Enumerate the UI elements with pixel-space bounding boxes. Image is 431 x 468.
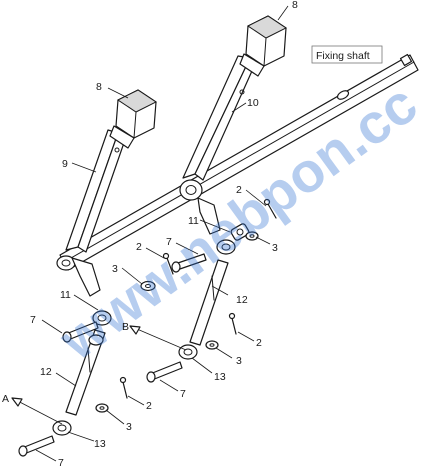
bushing-upper-assembly: [230, 198, 277, 241]
handle-top: [239, 15, 287, 77]
caption-box: [311, 45, 383, 64]
callout-bolt-7-bottom: 7: [58, 457, 64, 468]
callout-pin-2-mid: 2: [136, 241, 142, 253]
callout-handle-top: 8: [292, 0, 298, 11]
lever-right: [179, 55, 257, 235]
callout-arrow-b: B: [122, 321, 129, 333]
mid-hardware: [140, 252, 207, 292]
callout-bushing-11-lower: 11: [60, 289, 71, 301]
callout-bolt-7-right: 7: [180, 388, 186, 400]
rod-left: [52, 310, 112, 436]
right-hardware: [146, 312, 237, 383]
callout-arrow-a: A: [2, 393, 9, 405]
leader-lines: [35, 5, 289, 462]
callout-rod-12-right: 12: [236, 294, 248, 306]
callout-washer-3-right: 3: [236, 355, 242, 367]
callout-pin-2-lower: 2: [146, 400, 152, 412]
callout-pin-2-upper: 2: [236, 184, 242, 196]
lever-left: [65, 129, 127, 297]
callout-lever-10: 10: [247, 97, 259, 109]
arrow-a: [11, 397, 63, 425]
callout-lever-9: 9: [62, 158, 68, 170]
callout-rod-12-left: 12: [40, 366, 52, 378]
handle-left: [109, 89, 157, 149]
arrow-b: [129, 325, 187, 351]
callout-washer-3-lower: 3: [126, 421, 132, 433]
callout-pin-2-right: 2: [256, 337, 262, 349]
rod-right: [178, 239, 236, 360]
callout-bolt-7-left: 7: [30, 314, 36, 326]
callout-washer-3-mid: 3: [112, 263, 118, 275]
callout-handle-left: 8: [96, 81, 102, 93]
watermark: www.nebpon.cc: [47, 71, 428, 372]
callout-joint-13-right: 13: [214, 371, 226, 383]
caption-fixing-shaft: Fixing shaft: [316, 50, 370, 62]
callout-bushing-11-upper: 11: [188, 215, 199, 227]
callout-joint-13-lower: 13: [94, 438, 106, 450]
callout-washer-3-upper: 3: [272, 242, 278, 254]
callout-bolt-7-mid: 7: [166, 236, 172, 248]
lower-hardware: [18, 376, 128, 457]
left-hardware: [62, 321, 99, 343]
